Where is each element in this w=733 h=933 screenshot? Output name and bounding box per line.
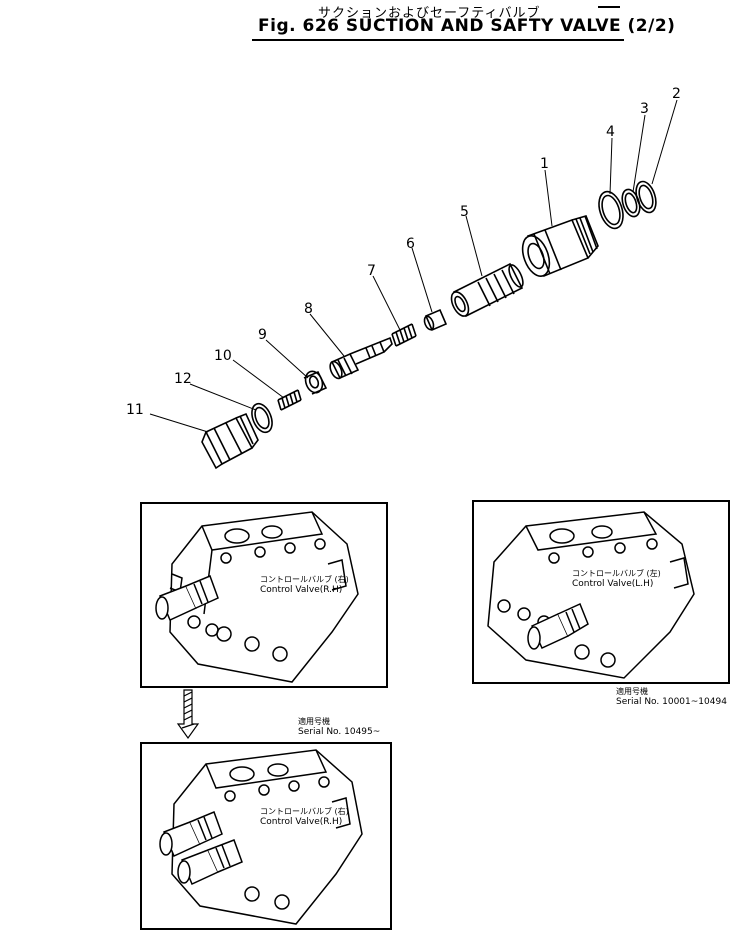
part-2-o-ring [635, 180, 657, 214]
control-valve-rh-new-label-en: Control Valve(R.H) [260, 817, 343, 827]
down-arrow-icon [176, 689, 200, 740]
callout-1: 1 [540, 156, 549, 172]
part-5-sleeve [450, 262, 524, 318]
control-valve-lh-illustration [487, 511, 695, 679]
title-mark [598, 6, 620, 8]
page-title: Fig. 626 SUCTION AND SAFTY VALVE (2/2) [258, 16, 676, 36]
serial-lh-jp: 適用号機 [616, 687, 648, 696]
callout-3: 3 [640, 101, 649, 117]
control-valve-rh-label-en: Control Valve(R.H) [260, 585, 343, 595]
control-valve-lh-label-en: Control Valve(L.H) [572, 579, 654, 589]
callout-2: 2 [672, 86, 681, 102]
control-valve-rh-new-label-jp: コントロールバルブ (右) [260, 807, 349, 816]
part-10-spring [277, 389, 302, 411]
part-7-spring [391, 323, 417, 347]
part-4-o-ring [598, 190, 624, 230]
callout-7: 7 [367, 263, 376, 279]
callout-8: 8 [304, 301, 313, 317]
serial-rh-new-jp: 適用号機 [298, 717, 330, 726]
title-japanese: サクションおよびセーフティバルブ [318, 6, 541, 21]
part-12-o-ring [251, 402, 273, 434]
control-valve-rh-label-jp: コントロールバルブ (右) [260, 575, 349, 584]
title-underline [252, 39, 624, 41]
part-11-plug [201, 412, 259, 470]
control-valve-rh-illustration [155, 511, 359, 683]
serial-lh-en: Serial No. 10001~10494 [616, 697, 727, 707]
control-valve-rh-new-label: コントロールバルブ (右) Control Valve(R.H) [260, 806, 349, 828]
callout-9: 9 [258, 327, 267, 343]
serial-lh: 適用号機 Serial No. 10001~10494 [616, 686, 727, 708]
panel-control-valve-lh: コントロールバルブ (左) Control Valve(L.H) [472, 500, 730, 684]
part-3-backup-ring [621, 188, 641, 218]
exploded-parts-diagram: 1 2 3 4 5 6 7 8 9 10 12 11 [126, 86, 681, 470]
part-9-seat [303, 370, 328, 395]
panel-control-valve-rh: コントロールバルブ (右) Control Valve(R.H) [140, 502, 388, 688]
callout-6: 6 [406, 236, 415, 252]
part-6-piston [423, 308, 448, 332]
part-8-poppet [329, 336, 393, 380]
callout-11: 11 [126, 402, 144, 418]
control-valve-rh-new-illustration [159, 749, 363, 925]
callout-12: 12 [174, 371, 192, 387]
callout-5: 5 [460, 204, 469, 220]
serial-rh-new-en: Serial No. 10495~ [298, 727, 381, 737]
callout-4: 4 [606, 124, 615, 140]
control-valve-lh-label-jp: コントロールバルブ (左) [572, 569, 661, 578]
part-1-valve-body [521, 215, 599, 278]
serial-rh-new: 適用号機 Serial No. 10495~ [298, 716, 380, 738]
callout-10: 10 [214, 348, 232, 364]
panel-control-valve-rh-new: コントロールバルブ (右) Control Valve(R.H) [140, 742, 392, 930]
control-valve-lh-label: コントロールバルブ (左) Control Valve(L.H) [572, 568, 661, 590]
control-valve-rh-label: コントロールバルブ (右) Control Valve(R.H) [260, 574, 349, 596]
